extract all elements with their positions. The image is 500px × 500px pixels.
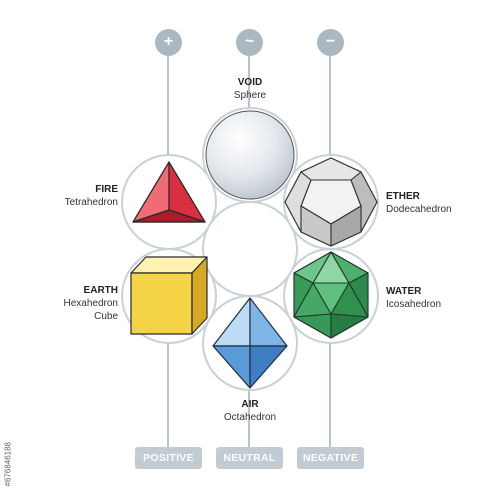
tetrahedron-shape [132, 161, 206, 223]
void-label: VOID Sphere [200, 76, 300, 102]
earth-solid: Hexahedron [63, 298, 118, 309]
ether-solid: Dodecahedron [386, 204, 452, 215]
dodecahedron-shape [284, 157, 378, 247]
image-id-credit: #676846188 [2, 388, 14, 488]
minus-icon: − [317, 29, 344, 56]
water-solid: Icosahedron [386, 299, 442, 310]
fire-label: FIRE Tetrahedron [10, 183, 118, 209]
sphere-shape [205, 110, 295, 200]
ether-name: ETHER [386, 191, 420, 202]
void-solid: Sphere [233, 90, 267, 101]
cube-shape [130, 256, 208, 335]
center-ring [202, 201, 298, 297]
water-label: WATER Icosahedron [386, 285, 496, 311]
octahedron-shape [212, 297, 288, 389]
air-name: AIR [241, 399, 259, 410]
water-name: WATER [386, 286, 422, 297]
earth-label: EARTH Hexahedron Cube [10, 284, 118, 323]
fire-solid: Tetrahedron [64, 197, 118, 208]
earth-solid-alt: Cube [94, 311, 118, 322]
neutral-pill: NEUTRAL [216, 447, 283, 469]
plus-icon: + [155, 29, 182, 56]
air-solid: Octahedron [223, 412, 277, 423]
air-label: AIR Octahedron [200, 398, 300, 424]
earth-name: EARTH [83, 285, 118, 296]
negative-pill: NEGATIVE [297, 447, 364, 469]
image-id-text: #676846188 [3, 442, 13, 487]
tilde-icon: ~ [236, 29, 263, 56]
fire-name: FIRE [95, 184, 118, 195]
ether-label: ETHER Dodecahedron [386, 190, 496, 216]
positive-pill: POSITIVE [135, 447, 202, 469]
void-name: VOID [237, 77, 263, 88]
icosahedron-shape [293, 251, 369, 339]
